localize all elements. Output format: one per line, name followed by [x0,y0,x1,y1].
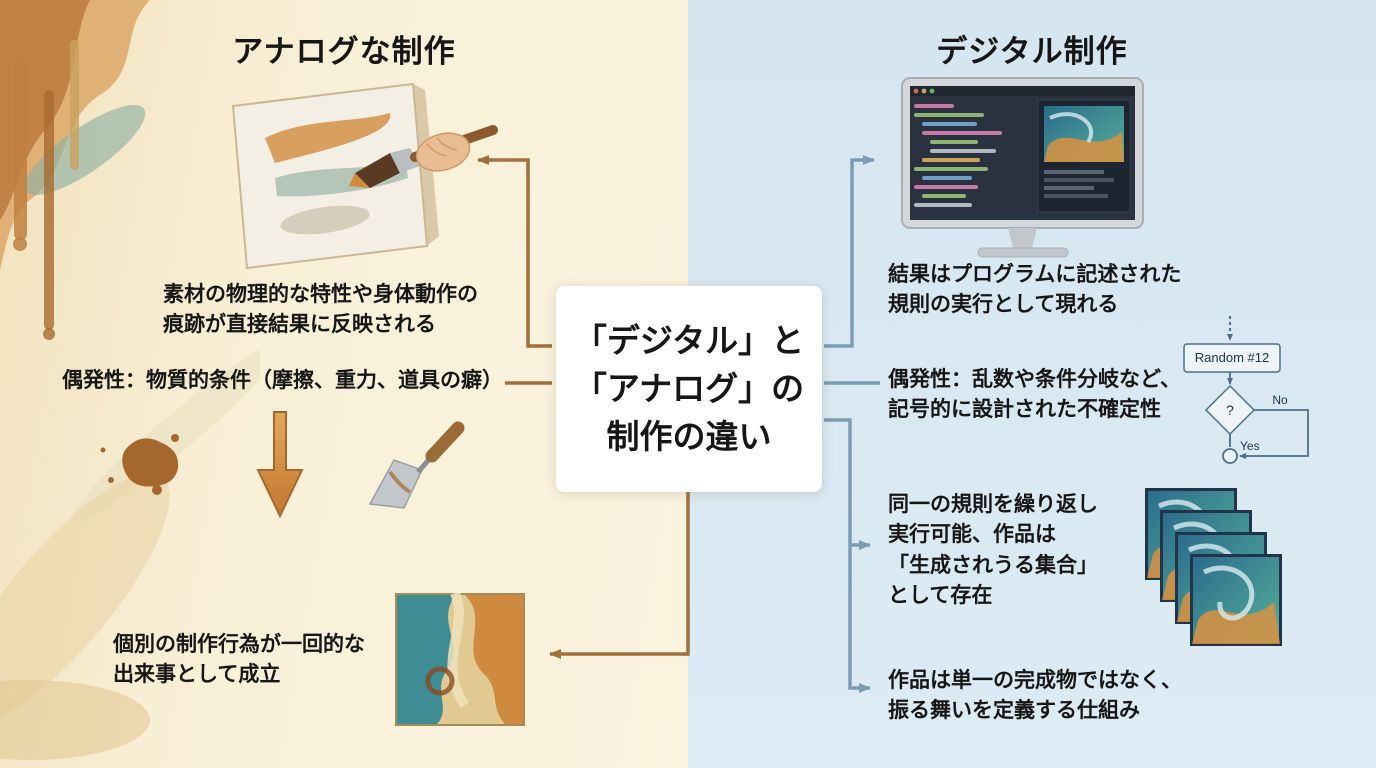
random-node-label: Random #12 [1195,350,1269,365]
paint-splatter-icon [100,434,179,495]
no-label: No [1272,393,1288,407]
digital-point-contingency: 偶発性：乱数や条件分岐など、 記号的に設計された不確定性 [888,368,1181,422]
random-node [1183,343,1281,373]
analog-point-trace: 素材の物理的な特性や身体動作の 痕跡が直接結果に反映される [163,283,478,337]
digital-point-repeat: 同一の規則を繰り返し 実行可能、作品は 「生成されうる集合」 として存在 [888,493,1098,608]
monitor-illustration [901,77,1144,258]
monitor-stand [1008,228,1037,248]
canvas-painting-illustration [231,82,498,270]
random-flowchart: Random #12 ? No Yes [1183,316,1309,464]
digital-title: デジタル制作 [936,34,1128,69]
yes-label: Yes [1240,439,1260,453]
brush-bristles-icon [355,153,400,188]
no-branch-line [1239,409,1309,459]
analog-point-contingency: 偶発性：物質的条件（摩擦、重力、道具の癖） [62,369,503,392]
generative-art-frame [1190,554,1282,646]
hand-icon [415,132,471,172]
loop-node [1222,448,1238,464]
analog-point-singular: 個別の制作行為が一回的な 出来事として成立 [113,633,365,687]
center-title: 「デジタル」と 「アナログ」の 制作の違い [573,322,805,455]
generative-art-stack [1145,488,1295,653]
center-title-box: 「デジタル」と 「アナログ」の 制作の違い [556,286,822,492]
digital-point-behavior: 作品は単一の完成物ではなく、 振る舞いを定義する仕組み [888,669,1182,723]
digital-point-program: 結果はプログラムに記述された 規則の実行として現れる [888,263,1182,317]
paint-tip [349,173,370,188]
decision-label: ? [1226,402,1234,418]
analog-title: アナログな制作 [232,34,456,69]
paint-texture-decoration [0,0,260,760]
palette-knife-icon [368,421,465,509]
abstract-painting-illustration [395,593,525,726]
down-arrow-icon [256,411,304,519]
